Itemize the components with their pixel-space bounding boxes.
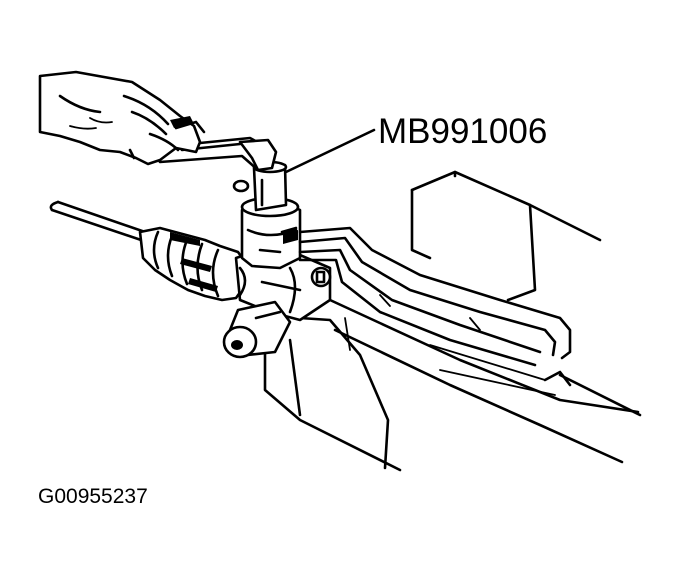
rack-tube [328, 298, 642, 464]
hand-illustration [38, 70, 206, 166]
tie-rod [49, 200, 152, 245]
rack-boot [138, 226, 250, 302]
figure-id: G00955237 [38, 485, 148, 508]
tool-callout-label: MB991006 [378, 112, 548, 151]
callout-leader-line [284, 128, 376, 174]
hydraulic-pipes [298, 226, 572, 367]
housing-block [263, 170, 602, 472]
mounting-boss [222, 300, 292, 359]
